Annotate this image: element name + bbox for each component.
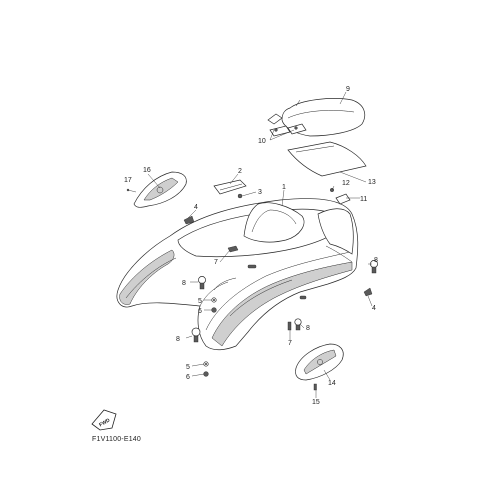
fwd-arrow: FWD — [91, 409, 117, 431]
callout-12: 12 — [342, 180, 350, 187]
leader-lines — [147, 91, 373, 398]
callout-14: 14 — [328, 380, 336, 387]
part-code-label: F1V1100-E140 — [92, 436, 141, 443]
callout-5-b: 5 — [186, 364, 190, 371]
callout-4-right: 4 — [372, 305, 376, 312]
bracket-part — [213, 179, 247, 195]
callout-4-left: 4 — [194, 204, 198, 211]
callout-17: 17 — [124, 177, 132, 184]
callout-5-a: 5 — [198, 298, 202, 305]
callout-8-c: 8 — [374, 257, 378, 264]
callout-15: 15 — [312, 399, 320, 406]
callout-9: 9 — [346, 86, 350, 93]
callout-2: 2 — [238, 168, 242, 175]
callout-16: 16 — [143, 167, 151, 174]
callout-10: 10 — [258, 138, 266, 145]
callout-11: 11 — [360, 196, 367, 203]
callout-3: 3 — [258, 189, 262, 196]
callout-6-a: 6 — [198, 308, 202, 315]
callout-7-a: 7 — [288, 340, 292, 347]
hull-cover-part — [116, 198, 359, 351]
callout-7-b: 7 — [214, 259, 218, 266]
callout-6-b: 6 — [186, 374, 190, 381]
callout-8-d: 8 — [306, 325, 310, 332]
callout-1: 1 — [282, 184, 286, 191]
callout-8-b: 8 — [176, 336, 180, 343]
vent-cover-left-part — [126, 171, 187, 208]
hinge-part — [267, 113, 307, 137]
fwd-label: FWD — [98, 417, 111, 428]
callout-13: 13 — [368, 179, 376, 186]
vent-cover-right-part — [295, 343, 344, 381]
callout-numbers: 9 10 13 16 2 3 1 12 11 4 17 8 5 6 8 5 6 … — [124, 86, 378, 406]
callout-8-a: 8 — [182, 280, 186, 287]
storage-mat-part — [287, 141, 367, 177]
